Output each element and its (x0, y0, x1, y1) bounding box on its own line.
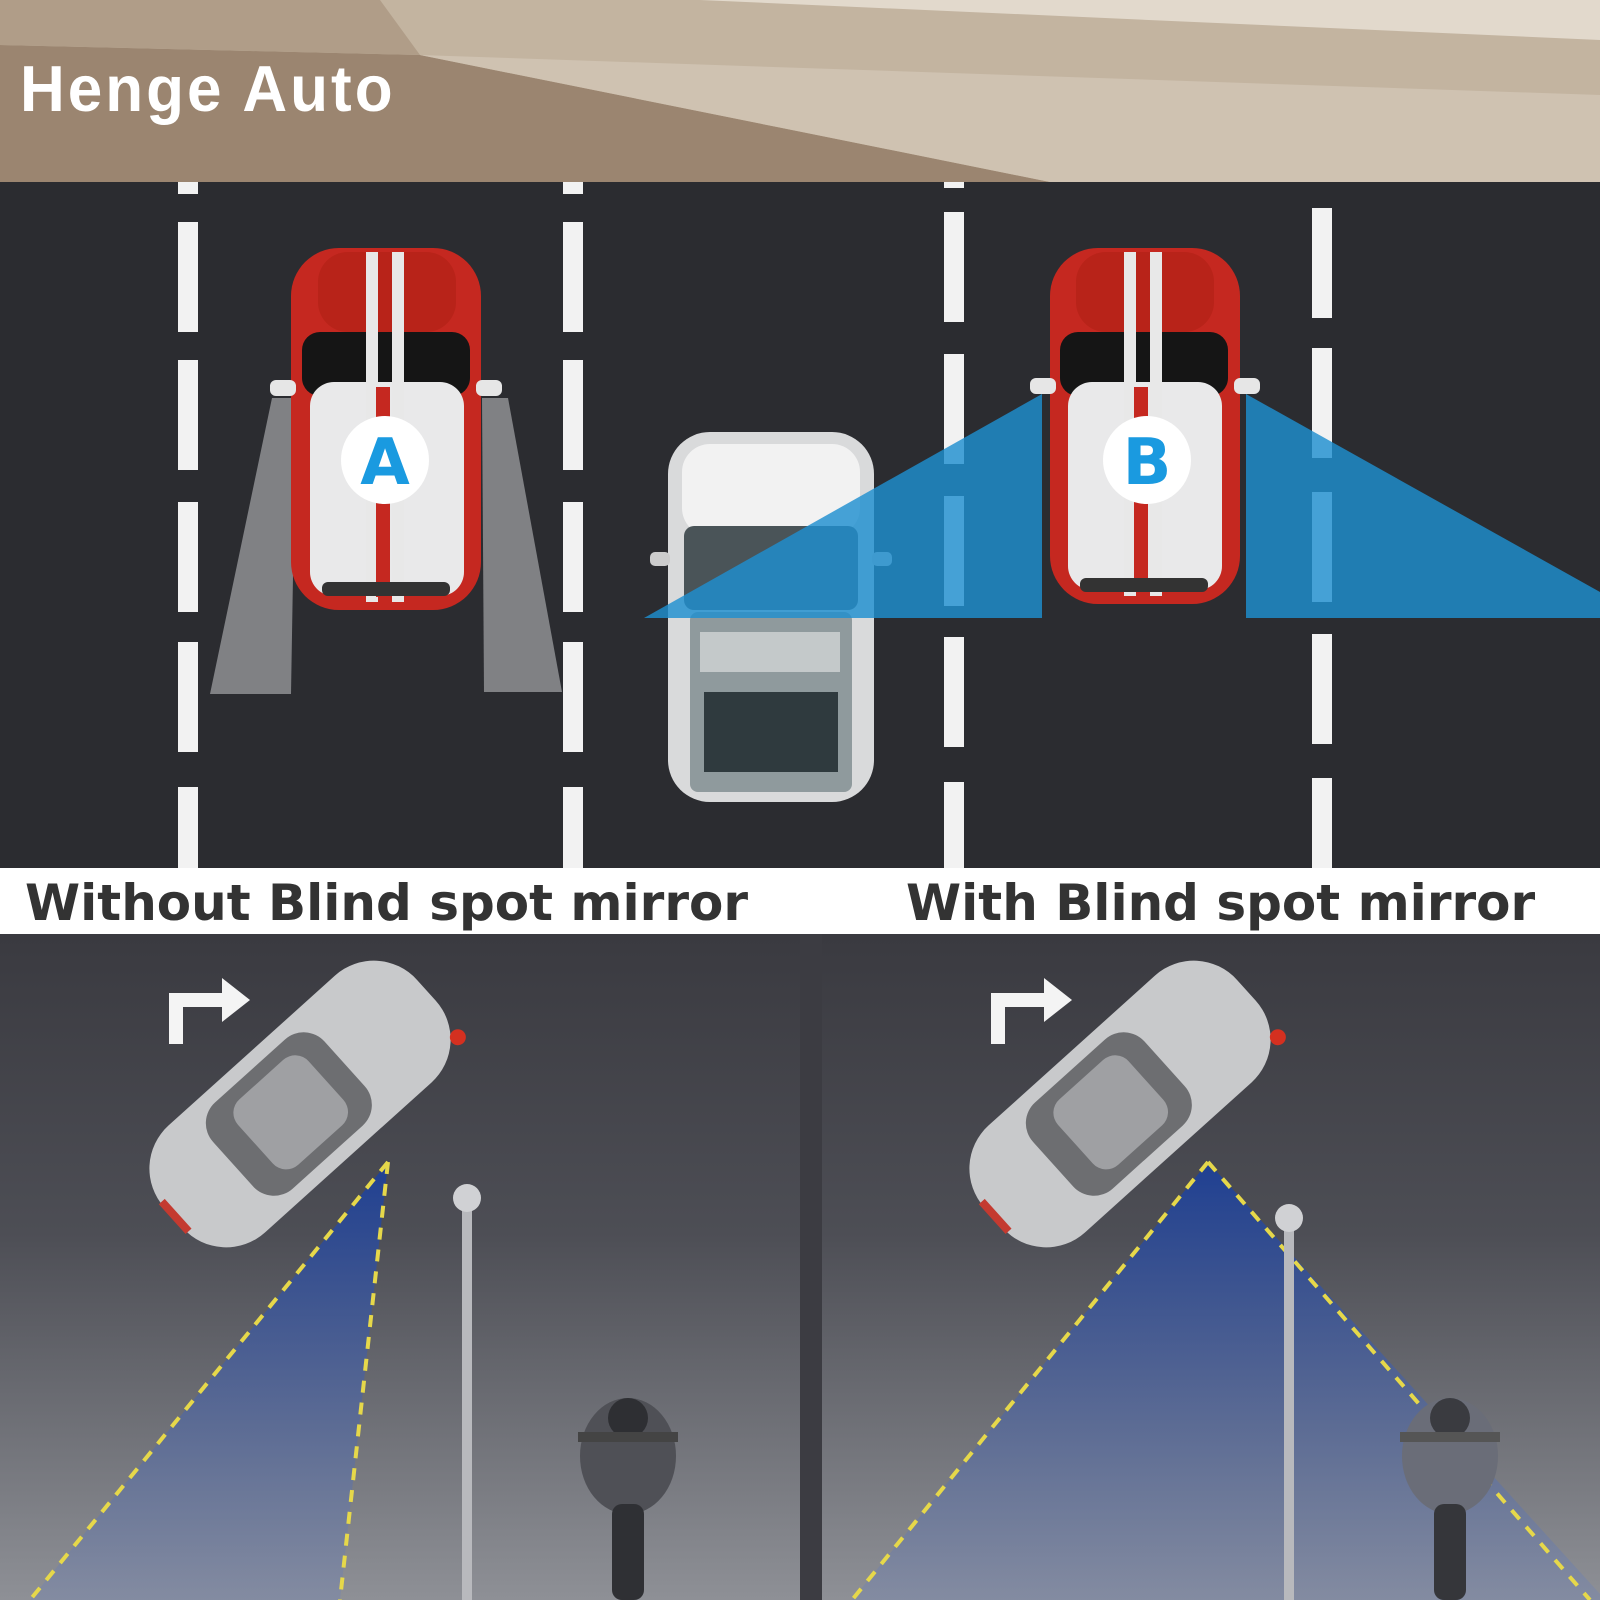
brand-header: Henge Auto (0, 0, 1600, 182)
right-street-pole (1275, 1204, 1303, 1600)
right-view-edge (1206, 1160, 1592, 1600)
caption-with-mirror: With Blind spot mirror (906, 874, 1536, 932)
right-panel (850, 960, 1600, 1600)
left-street-pole (453, 1184, 481, 1600)
bottom-turn-illustration (0, 934, 1600, 1600)
caption-bar: Without Blind spot mirror With Blind spo… (0, 868, 1600, 934)
left-view-edge (338, 1161, 390, 1600)
left-view-edge (28, 1160, 390, 1600)
right-motorcyclist (1400, 1398, 1500, 1600)
left-motorcyclist (578, 1398, 678, 1600)
turn-right-arrow-icon (169, 978, 250, 1044)
top-road-illustration: A B (0, 182, 1600, 868)
car-b-right-view-cone (1246, 394, 1600, 618)
turn-right-arrow-icon (991, 978, 1072, 1044)
left-panel (28, 960, 678, 1600)
car-a-label: A (360, 426, 410, 500)
top-road-scene: A B (0, 182, 1600, 868)
car-b-left-view-cone (644, 394, 1042, 618)
header-background (0, 0, 1600, 182)
right-car (969, 960, 1286, 1248)
bottom-turn-scene (0, 934, 1600, 1600)
car-a-left-view-cone (210, 398, 296, 694)
caption-without-mirror: Without Blind spot mirror (25, 874, 748, 932)
car-a-right-view-cone (482, 398, 562, 692)
car-b (1030, 248, 1260, 604)
car-a (270, 248, 502, 610)
car-b-label: B (1123, 426, 1172, 500)
right-view-edge (850, 1160, 1210, 1600)
left-car (149, 960, 466, 1248)
brand-logo-text: Henge Auto (20, 53, 396, 126)
